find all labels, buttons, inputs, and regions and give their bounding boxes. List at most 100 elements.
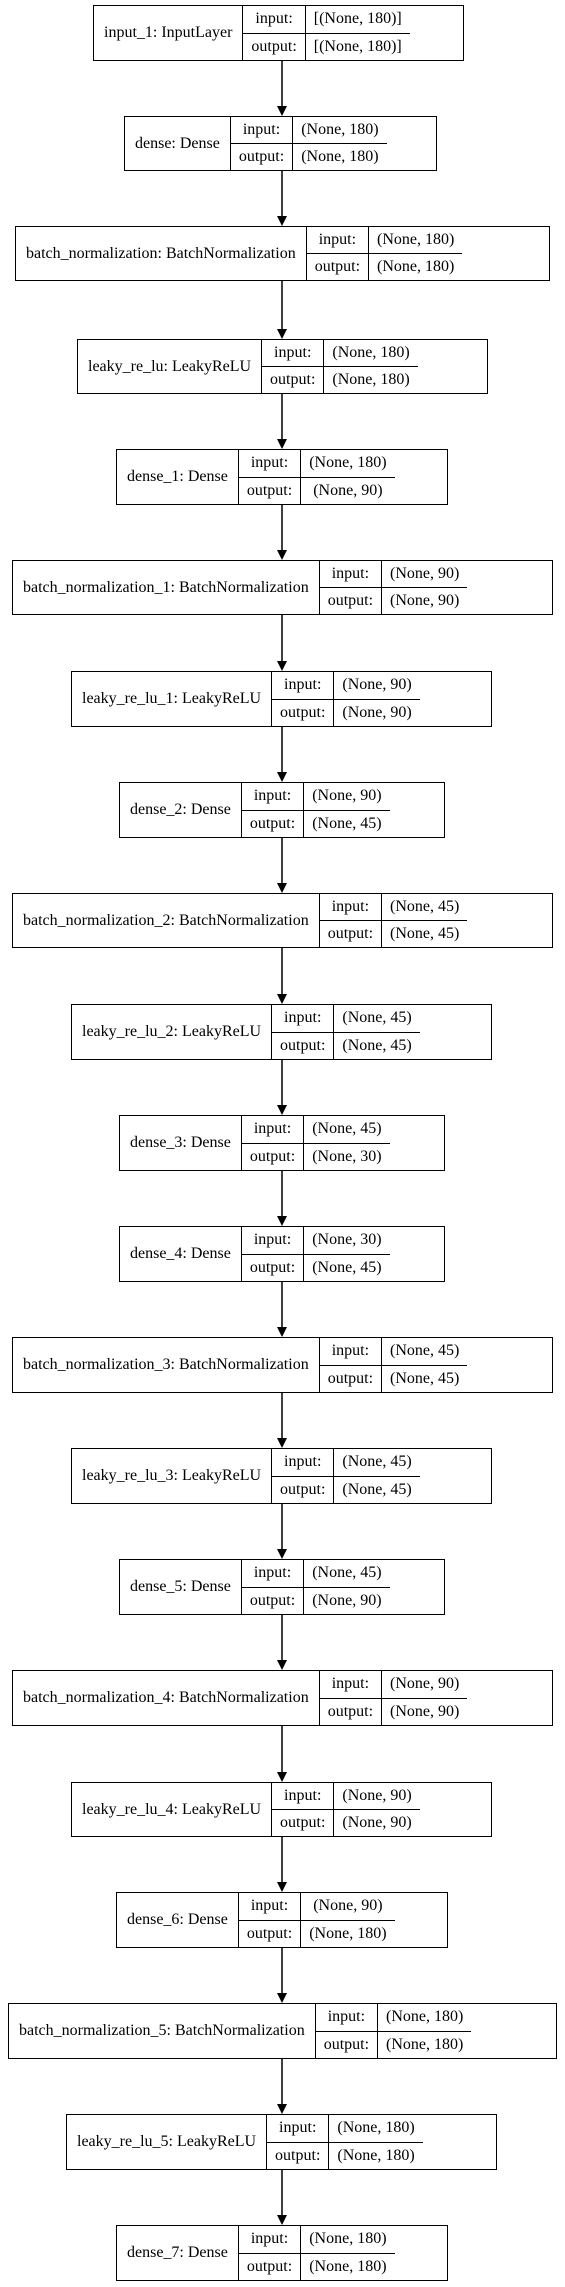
- input-shape: (None, 90): [334, 1783, 420, 1810]
- output-label: output:: [320, 921, 383, 947]
- layer-name: leaky_re_lu_1: LeakyReLU: [82, 690, 262, 707]
- io-table: input:(None, 90)output:(None, 90): [271, 1783, 420, 1836]
- io-table: input:(None, 45)output:(None, 45): [318, 894, 468, 947]
- output-shape: (None, 90): [342, 703, 412, 721]
- arrow-head-icon: [277, 550, 287, 560]
- layer-name: dense_4: Dense: [130, 1245, 231, 1262]
- output-shape: (None, 45): [342, 1036, 412, 1054]
- arrow-head-icon: [277, 1438, 287, 1448]
- io-table: input:(None, 180)output:(None, 180): [314, 2004, 472, 2058]
- output-label: output:: [242, 1143, 305, 1170]
- output-shape: (None, 30): [312, 1147, 382, 1165]
- input-label: input:: [306, 227, 370, 254]
- input-shape: (None, 90): [382, 561, 468, 588]
- output-shape: [(None, 180)]: [313, 37, 402, 55]
- input-label: input:: [272, 672, 335, 700]
- output-shape: (None, 45): [312, 814, 382, 832]
- input-label: input:: [230, 117, 294, 144]
- input-label: input:: [241, 1227, 305, 1255]
- input-shape: (None, 45): [334, 1449, 420, 1477]
- arrow-head-icon: [277, 772, 287, 782]
- input-label: input:: [315, 2004, 379, 2032]
- arrow-head-icon: [277, 106, 287, 116]
- arrow-head-icon: [277, 439, 287, 449]
- input-label: input:: [238, 1893, 302, 1921]
- input-shape: (None, 45): [304, 1116, 390, 1144]
- output-shape: (None, 45): [390, 1369, 460, 1387]
- io-table: input:(None, 45)output:(None, 45): [271, 1005, 420, 1059]
- input-shape: (None, 45): [382, 1338, 468, 1366]
- input-label: input:: [272, 1005, 335, 1033]
- io-table: input:(None, 180)output:(None, 180): [237, 2226, 395, 2280]
- output-shape: (None, 180): [332, 371, 410, 388]
- layer-node-batch-normalization: batch_normalization: BatchNormalization i…: [15, 226, 550, 281]
- output-label: output:: [239, 2253, 302, 2280]
- output-label: output:: [262, 367, 325, 393]
- io-table: input:(None, 90)output:(None, 180): [237, 1893, 395, 1947]
- layer-name: dense_7: Dense: [127, 2244, 228, 2261]
- output-shape: (None, 90): [313, 481, 383, 499]
- layer-name: batch_normalization: BatchNormalization: [26, 244, 296, 262]
- input-shape: (None, 180): [301, 2226, 395, 2254]
- output-label: output:: [316, 2031, 379, 2058]
- output-label: output:: [239, 477, 302, 504]
- io-table: input:(None, 180)output:(None, 180): [261, 340, 418, 393]
- layer-node-leaky-re-lu-3: leaky_re_lu_3: LeakyReLU input:(None, 45)…: [71, 1448, 492, 1504]
- output-shape: (None, 180): [377, 258, 455, 275]
- output-label: output:: [239, 1920, 302, 1947]
- output-label: output:: [242, 810, 305, 837]
- layer-node-batch-normalization-2: batch_normalization_2: BatchNormalizatio…: [12, 893, 553, 948]
- output-label: output:: [320, 1365, 383, 1392]
- layer-node-batch-normalization-3: batch_normalization_3: BatchNormalizatio…: [12, 1337, 553, 1393]
- input-label: input:: [243, 6, 306, 34]
- output-label: output:: [320, 588, 383, 614]
- io-table: input:(None, 45)output:(None, 45): [271, 1449, 420, 1503]
- input-label: input:: [319, 561, 383, 588]
- layer-node-batch-normalization-5: batch_normalization_5: BatchNormalizatio…: [8, 2003, 557, 2059]
- input-shape: (None, 180): [301, 450, 395, 478]
- arrow-head-icon: [277, 1549, 287, 1559]
- input-shape: (None, 45): [334, 1005, 420, 1033]
- layer-name: leaky_re_lu_3: LeakyReLU: [82, 1467, 262, 1484]
- io-table: input:[(None, 180)]output:[(None, 180)]: [242, 6, 410, 60]
- arrow-head-icon: [277, 216, 287, 226]
- output-shape: (None, 180): [337, 2146, 415, 2164]
- input-shape: (None, 30): [304, 1227, 390, 1255]
- output-label: output:: [243, 33, 306, 60]
- arrow-head-icon: [277, 1216, 287, 1226]
- input-shape: (None, 45): [382, 894, 468, 921]
- input-label: input:: [241, 1116, 305, 1144]
- io-table: input:(None, 90)output:(None, 90): [318, 1671, 468, 1725]
- output-label: output:: [272, 1810, 335, 1836]
- layer-name: batch_normalization_4: BatchNormalizatio…: [23, 1689, 309, 1706]
- input-label: input:: [241, 1560, 305, 1588]
- input-label: input:: [267, 2115, 330, 2143]
- input-shape: (None, 90): [304, 783, 390, 811]
- layer-name: batch_normalization_1: BatchNormalizatio…: [23, 578, 309, 596]
- output-label: output:: [267, 2142, 330, 2169]
- layer-name: batch_normalization_3: BatchNormalizatio…: [23, 1356, 309, 1373]
- layer-name: dense_5: Dense: [130, 1578, 231, 1595]
- output-shape: (None, 90): [342, 1814, 412, 1831]
- input-shape: (None, 45): [304, 1560, 390, 1588]
- io-table: input:(None, 45)output:(None, 45): [318, 1338, 468, 1392]
- input-shape: [(None, 180)]: [305, 6, 410, 34]
- arrow-head-icon: [277, 1660, 287, 1670]
- output-shape: (None, 180): [386, 2035, 464, 2053]
- arrow-head-icon: [277, 329, 287, 339]
- layer-node-batch-normalization-4: batch_normalization_4: BatchNormalizatio…: [12, 1670, 553, 1726]
- input-label: input:: [319, 1671, 383, 1699]
- output-shape: (None, 90): [390, 592, 460, 609]
- io-table: input:(None, 45)output:(None, 90): [240, 1560, 390, 1614]
- layer-name: batch_normalization_5: BatchNormalizatio…: [19, 2022, 305, 2039]
